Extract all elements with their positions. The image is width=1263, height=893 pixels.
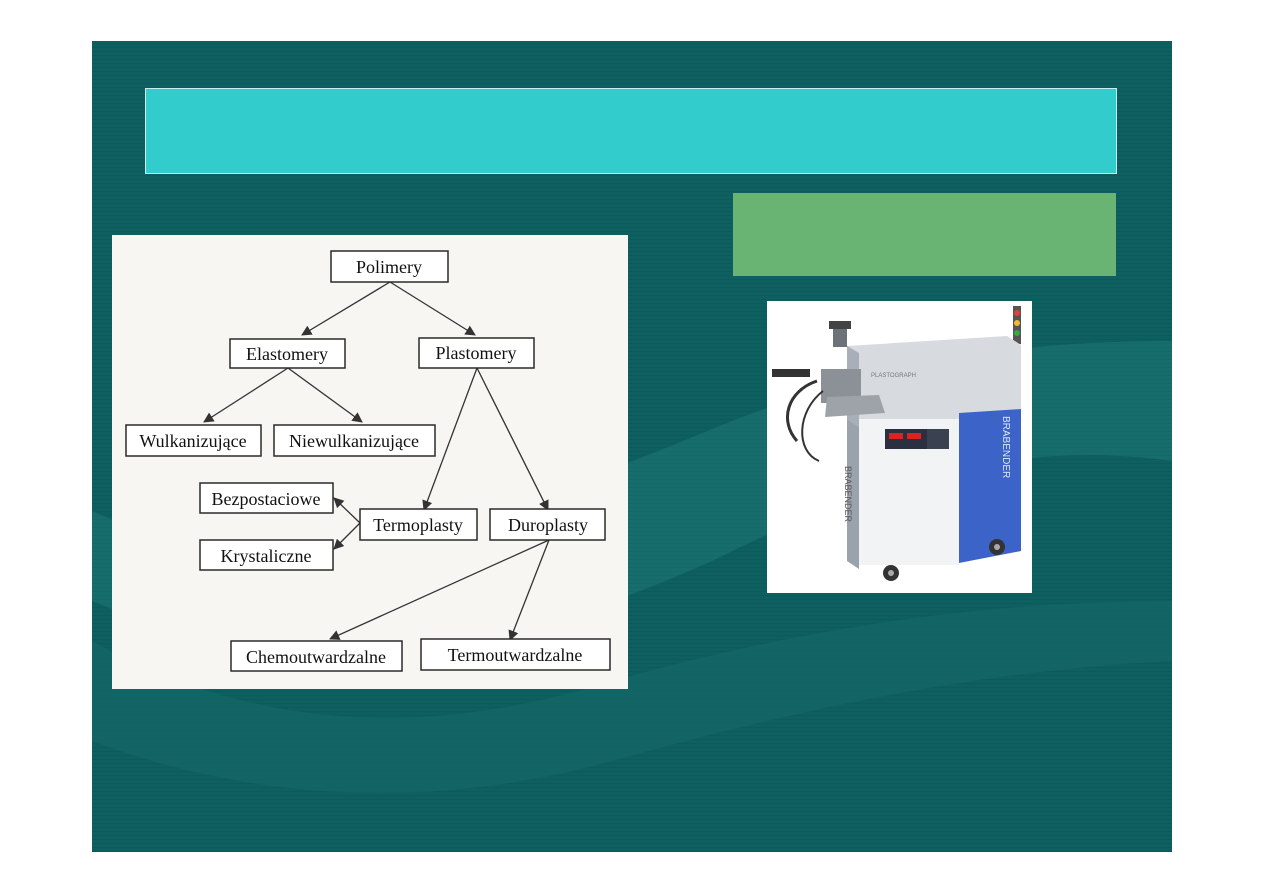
subtitle-bar [733, 193, 1116, 276]
node-polimery: Polimery [330, 250, 449, 283]
node-duroplasty: Duroplasty [489, 508, 606, 541]
edge-polimery-elastomery [301, 281, 391, 336]
edge-plastomery-termoplasty [422, 367, 478, 511]
node-label: Niewulkanizujące [289, 431, 419, 451]
title-bar [145, 88, 1117, 174]
slide: Polimery Elastomery Plastomery Wulkanizu… [92, 41, 1172, 852]
plastograph-machine-image: BRABENDER BRABENDER PLASTOGRAPH [772, 306, 1021, 581]
node-label: Chemoutwardzalne [246, 647, 386, 667]
svg-text:PLASTOGRAPH: PLASTOGRAPH [871, 373, 916, 379]
edge-duroplasty-termoutwardzalne [508, 539, 550, 641]
edge-polimery-plastomery [389, 281, 476, 336]
node-label: Termoutwardzalne [448, 645, 583, 665]
edge-termoplasty-krystaliczne [333, 522, 361, 550]
edge-elastomery-wulkanizujace [203, 367, 289, 423]
edge-termoplasty-bezpostaciowe [333, 497, 361, 524]
node-niewulkanizujace: Niewulkanizujące [273, 424, 436, 457]
node-label: Polimery [356, 257, 422, 277]
svg-text:BRABENDER: BRABENDER [1000, 416, 1011, 478]
edge-plastomery-duroplasty [476, 367, 549, 511]
node-label: Plastomery [436, 343, 517, 363]
node-label: Bezpostaciowe [212, 489, 321, 509]
node-wulkanizujace: Wulkanizujące [125, 424, 262, 457]
node-elastomery: Elastomery [229, 338, 346, 369]
node-krystaliczne: Krystaliczne [199, 539, 334, 571]
plastograph-photo: BRABENDER BRABENDER PLASTOGRAPH [767, 301, 1032, 593]
node-plastomery: Plastomery [418, 337, 535, 369]
node-label: Duroplasty [508, 515, 588, 535]
node-label: Krystaliczne [221, 546, 312, 566]
node-termoutwardzalne: Termoutwardzalne [420, 638, 611, 671]
edge-elastomery-niewulkanizujace [287, 367, 363, 423]
polymer-classification-diagram: Polimery Elastomery Plastomery Wulkanizu… [112, 235, 628, 689]
node-label: Termoplasty [373, 515, 463, 535]
node-label: Elastomery [246, 344, 328, 364]
node-chemoutwardzalne: Chemoutwardzalne [230, 640, 403, 672]
svg-text:BRABENDER: BRABENDER [843, 466, 853, 523]
node-termoplasty: Termoplasty [359, 508, 478, 541]
edge-duroplasty-chemoutwardzalne [329, 539, 550, 640]
node-bezpostaciowe: Bezpostaciowe [199, 482, 334, 514]
node-label: Wulkanizujące [139, 431, 246, 451]
